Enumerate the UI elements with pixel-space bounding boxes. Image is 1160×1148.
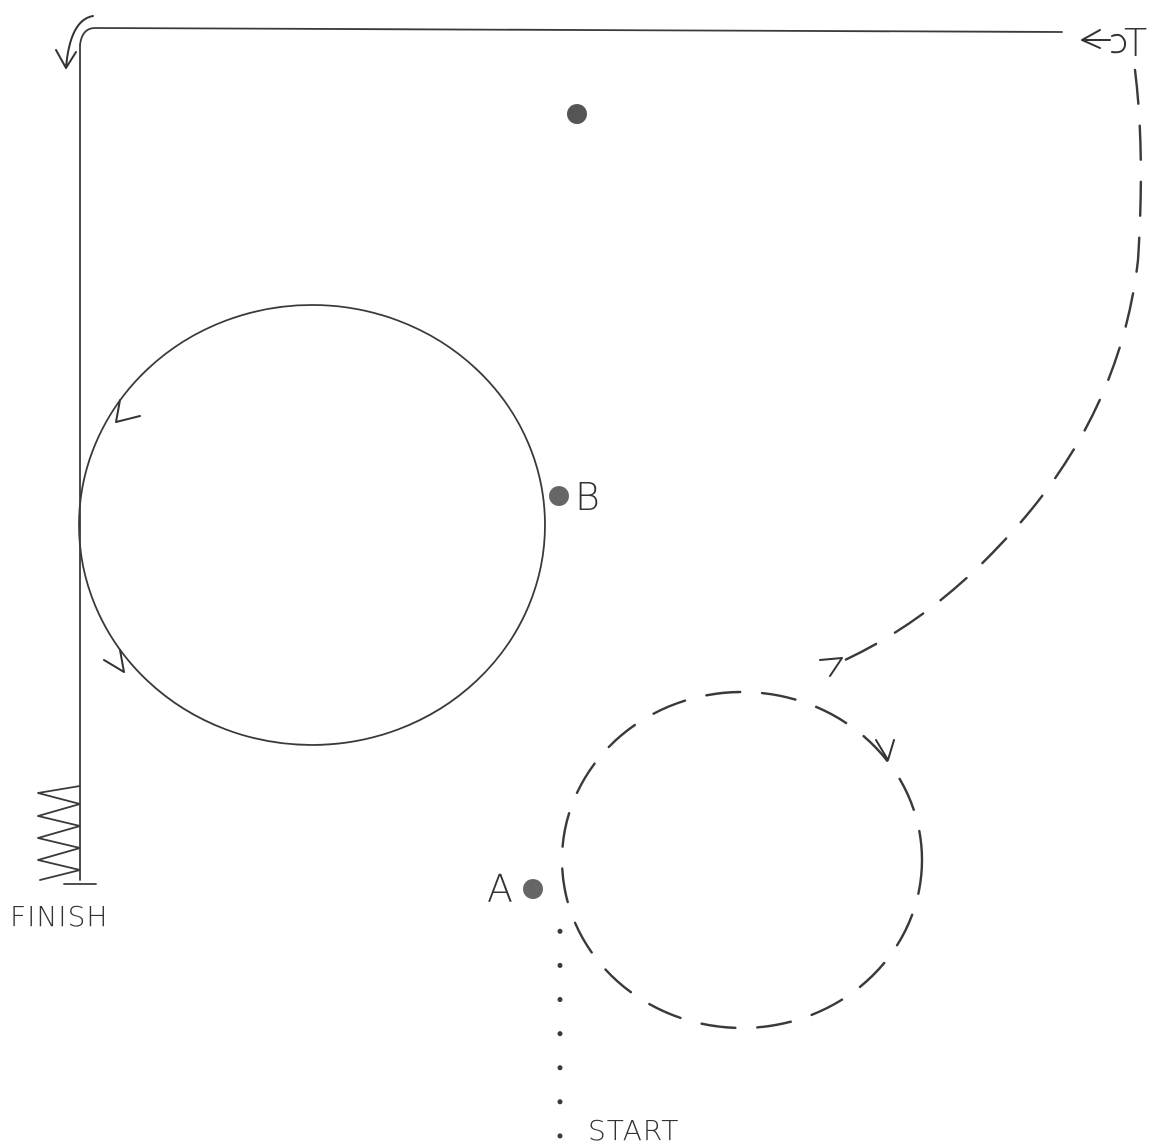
turn-marker-label: T bbox=[1124, 21, 1147, 65]
small-loop-arrow-icon bbox=[875, 739, 895, 761]
point-b bbox=[549, 486, 569, 506]
dashed-approach-path bbox=[843, 68, 1143, 662]
point-b-label: B bbox=[575, 475, 600, 519]
finish-label: FINISH bbox=[10, 900, 108, 933]
t-loop-icon bbox=[1111, 33, 1127, 54]
large-loop-circle bbox=[78, 304, 546, 746]
finish-zigzag bbox=[37, 785, 81, 881]
point-a bbox=[523, 879, 543, 899]
large-loop-arrow-upper-icon bbox=[115, 399, 141, 423]
corner-arrow-icon bbox=[55, 15, 94, 69]
small-loop-circle bbox=[560, 690, 924, 1030]
start-label: START bbox=[588, 1114, 679, 1147]
t-arrow-icon bbox=[1081, 29, 1111, 49]
large-loop-arrow-lower-icon bbox=[103, 649, 125, 673]
top-track-line bbox=[79, 27, 1063, 46]
top-point bbox=[567, 104, 587, 124]
point-a-label: A bbox=[487, 867, 513, 911]
dashed-approach-arrow-icon bbox=[819, 657, 843, 677]
